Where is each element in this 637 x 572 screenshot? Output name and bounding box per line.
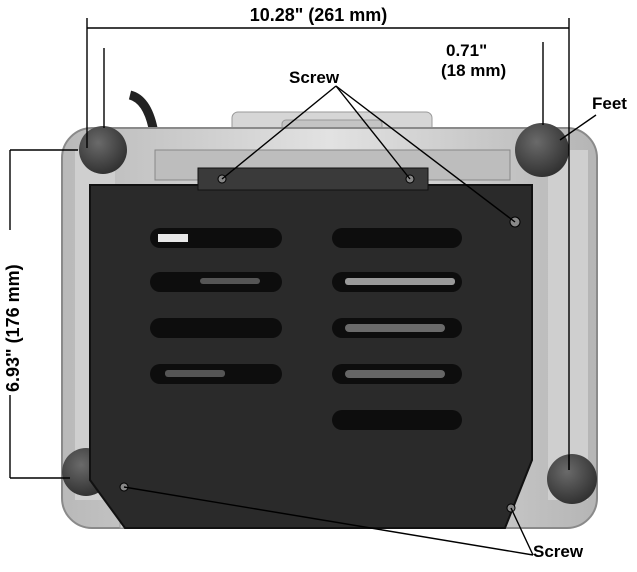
top-bracket — [197, 167, 429, 191]
screw-callout-top: Screw — [289, 68, 340, 87]
height-dimension-label: 6.93" (176 mm) — [3, 264, 23, 392]
width-dimension-label: 10.28" (261 mm) — [249, 5, 388, 25]
foot-top-right — [515, 123, 569, 177]
foot-width-label: 0.71" — [446, 41, 488, 60]
vent-slots-right — [332, 228, 462, 430]
internal-parts — [158, 234, 455, 378]
feet-callout: Feet — [592, 94, 627, 113]
foot-width-mm-label: (18 mm) — [441, 61, 507, 80]
foot-bottom-right — [547, 454, 597, 504]
foot-top-left — [79, 126, 127, 174]
bottom-plate — [89, 184, 533, 529]
dimension-lines — [9, 18, 570, 479]
callout-leaders — [123, 85, 597, 556]
screw-callout-bottom: Screw — [533, 542, 584, 561]
